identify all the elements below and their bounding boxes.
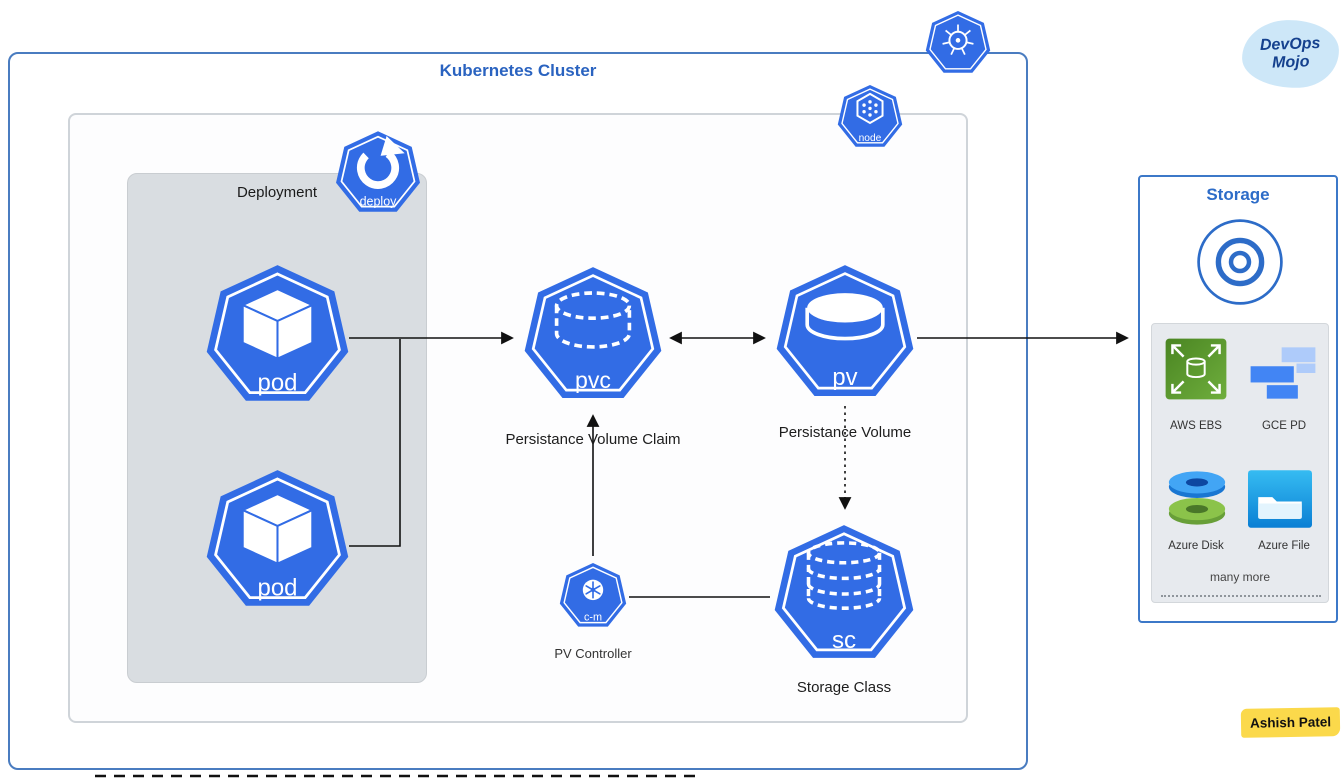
pv-icon-label: pv (832, 364, 857, 391)
many-more-label: many more (1209, 570, 1271, 584)
devops-mojo-badge: DevOps Mojo (1240, 18, 1341, 90)
storage-class-label: Storage Class (796, 679, 892, 696)
deploy-icon: deploy (336, 131, 420, 212)
cluster-title: Kubernetes Cluster (439, 61, 597, 80)
circular-arrowhead (380, 136, 405, 156)
dashed-cylinder-glyph (554, 291, 632, 349)
pv-controller-label: PV Controller (554, 646, 632, 661)
cylinder-glyph (805, 293, 885, 341)
pod-icon: pod (206, 265, 349, 401)
pv-icon: pv (776, 265, 914, 396)
deployment-label: Deployment (236, 184, 318, 201)
azure-file-label: Azure File (1258, 540, 1310, 552)
pv-label: Persistance Volume (778, 424, 912, 441)
pvc-icon-label: pvc (575, 367, 611, 393)
stacked-discs-glyph (806, 541, 882, 610)
azure-disk-icon (1168, 471, 1226, 525)
pod-icon-label: pod (258, 575, 298, 602)
pvc-label: Persistance Volume Claim (505, 431, 681, 448)
gce-pd-icon (1250, 347, 1316, 399)
storage-target-icon (1197, 219, 1283, 305)
cube-glyph (240, 287, 315, 361)
aws-ebs-icon (1165, 338, 1227, 400)
hexagon-glyph (856, 92, 884, 125)
sc-icon-label: sc (832, 627, 856, 654)
storage-group: Storage (1138, 175, 1338, 623)
gce-blocks (1250, 347, 1316, 399)
brand-line-2: Mojo (1271, 53, 1310, 72)
azure-disk-label: Azure Disk (1168, 540, 1224, 552)
controller-manager-icon: c-m (559, 563, 627, 627)
storage-title: Storage (1206, 185, 1270, 204)
node-dots (862, 100, 878, 117)
kubernetes-logo-icon (925, 10, 991, 73)
pvc-icon: pvc (524, 267, 662, 398)
ebs-cylinder-glyph (1186, 357, 1206, 379)
azure-file-icon (1248, 470, 1312, 528)
node-icon-label: node (859, 133, 882, 144)
dotted-divider (1161, 595, 1321, 597)
storage-class-icon: sc (774, 525, 914, 658)
gce-pd-label: GCE PD (1261, 420, 1307, 432)
pod-icon-label: pod (258, 370, 298, 397)
brand-line-1: DevOps (1259, 34, 1321, 54)
cube-glyph (240, 492, 315, 566)
cm-icon-label: c-m (584, 611, 602, 623)
node-icon: node (837, 84, 903, 147)
deploy-icon-label: deploy (360, 195, 398, 209)
pod-icon: pod (206, 470, 349, 606)
expand-arrows (1171, 344, 1221, 394)
storage-providers-panel: AWS EBS GCE PD Azure Disk Azure File man… (1151, 323, 1329, 603)
aws-ebs-label: AWS EBS (1170, 420, 1222, 432)
author-badge: Ashish Patel (1240, 707, 1341, 738)
